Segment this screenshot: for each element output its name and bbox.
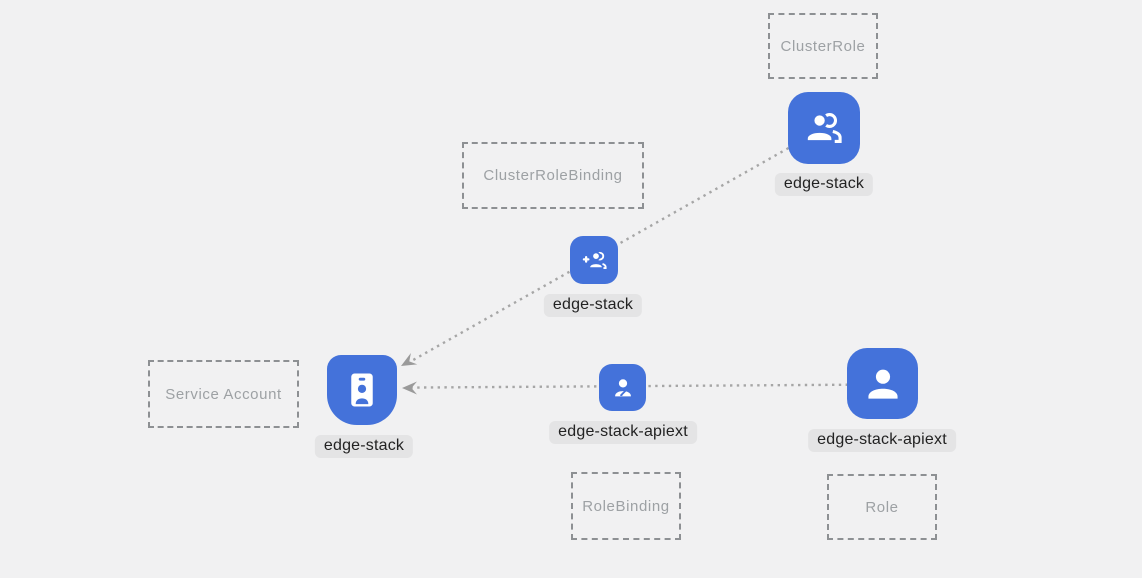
role-kind-box: Role — [827, 474, 937, 540]
clusterrolebinding-arrowhead-icon — [401, 352, 418, 366]
clusterrole-node[interactable] — [788, 92, 860, 164]
clusterrolebinding-node-label: edge-stack — [543, 294, 643, 317]
person-edit-icon — [614, 378, 631, 396]
rolebinding-arrowhead-icon — [402, 381, 417, 395]
clusterrole-node-label: edge-stack — [774, 173, 874, 196]
clusterrolebinding-kind-label: ClusterRoleBinding — [483, 167, 623, 184]
group-icon — [805, 112, 842, 143]
person-icon — [867, 369, 898, 399]
clusterrole-kind-label: ClusterRole — [780, 37, 866, 55]
rolebinding-node-label: edge-stack-apiext — [549, 421, 697, 444]
rolebinding-kind-box: RoleBinding — [571, 472, 681, 540]
clusterrolebinding-node[interactable] — [570, 236, 618, 284]
role-node-label: edge-stack-apiext — [808, 429, 956, 452]
serviceaccount-kind-box: Service Account — [148, 360, 299, 428]
person-add-icon — [582, 251, 607, 269]
rolebinding-node[interactable] — [599, 364, 646, 411]
clusterrolebinding-kind-box: ClusterRoleBinding — [462, 142, 644, 209]
serviceaccount-kind-label: Service Account — [165, 385, 282, 403]
role-node[interactable] — [847, 348, 918, 419]
rolebinding-kind-label: RoleBinding — [582, 497, 670, 515]
badge-icon — [351, 373, 373, 407]
clusterrole-kind-box: ClusterRole — [768, 13, 878, 79]
serviceaccount-node[interactable] — [327, 355, 397, 425]
serviceaccount-node-label: edge-stack — [314, 435, 414, 458]
role-kind-label: Role — [865, 498, 899, 516]
